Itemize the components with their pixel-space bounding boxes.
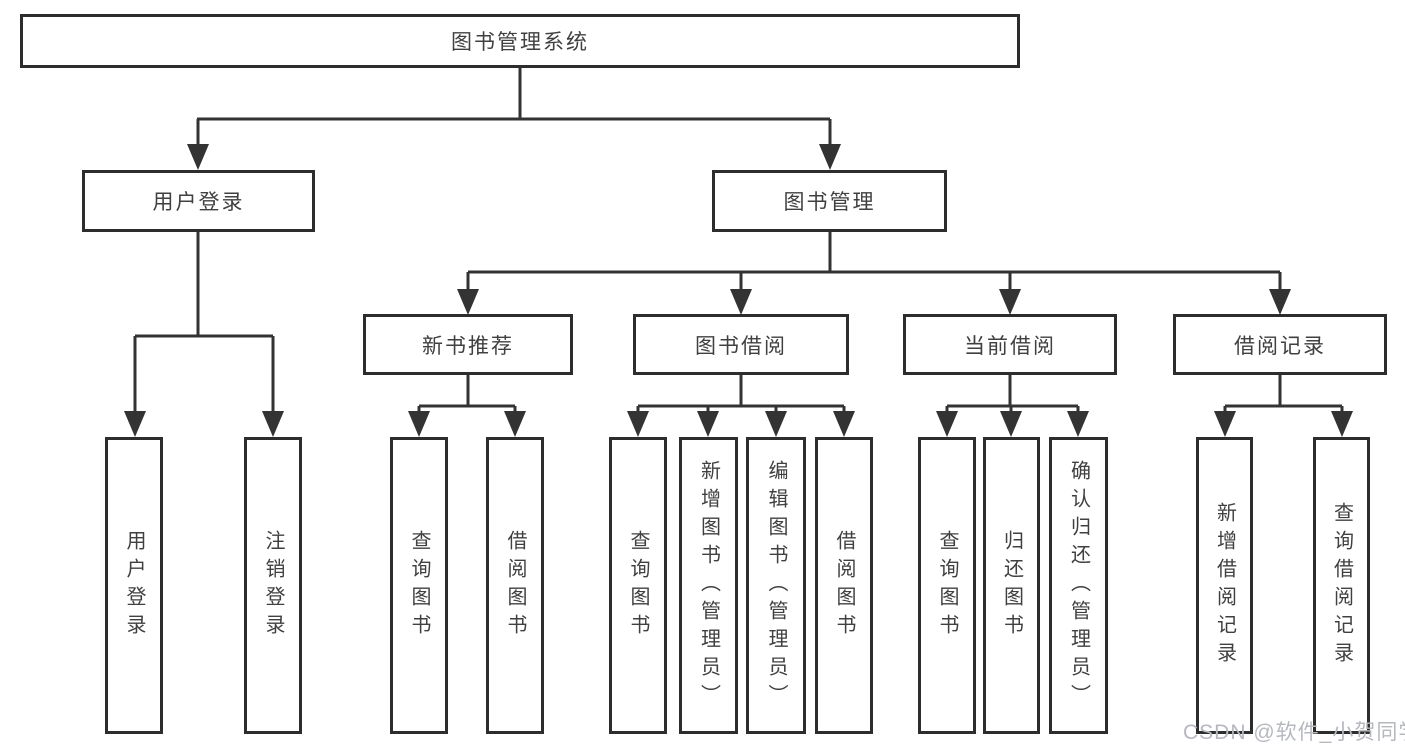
leaf-borrow-book-under-borrowing: 借阅图书 [815, 437, 873, 734]
node-user-login: 用户登录 [82, 170, 315, 232]
leaf-query-book-under-borrowing: 查询图书 [609, 437, 667, 734]
node-new-book-recommendation: 新书推荐 [363, 314, 573, 375]
leaf-user-login: 用户登录 [105, 437, 163, 734]
leaf-logout: 注销登录 [244, 437, 302, 734]
node-book-management: 图书管理 [712, 170, 947, 232]
leaf-confirm-return-admin: 确认归还（管理员） [1049, 437, 1108, 734]
leaf-borrow-book-under-recommendation: 借阅图书 [486, 437, 544, 734]
leaf-edit-book-admin: 编辑图书（管理员） [746, 437, 806, 734]
leaf-query-book-under-current: 查询图书 [918, 437, 976, 734]
arrowhead-icons [124, 144, 1353, 437]
leaf-return-book: 归还图书 [983, 437, 1040, 734]
leaf-query-borrow-record: 查询借阅记录 [1313, 437, 1370, 734]
node-book-borrowing: 图书借阅 [633, 314, 849, 375]
leaf-add-borrow-record: 新增借阅记录 [1196, 437, 1253, 734]
node-borrowing-records: 借阅记录 [1173, 314, 1387, 375]
node-current-borrowing: 当前借阅 [903, 314, 1117, 375]
node-library-management-system: 图书管理系统 [20, 14, 1020, 68]
leaf-query-book-under-recommendation: 查询图书 [390, 437, 448, 734]
leaf-add-book-admin: 新增图书（管理员） [679, 437, 738, 734]
csdn-watermark: CSDN @软件_小贺同学 [1183, 721, 1405, 744]
